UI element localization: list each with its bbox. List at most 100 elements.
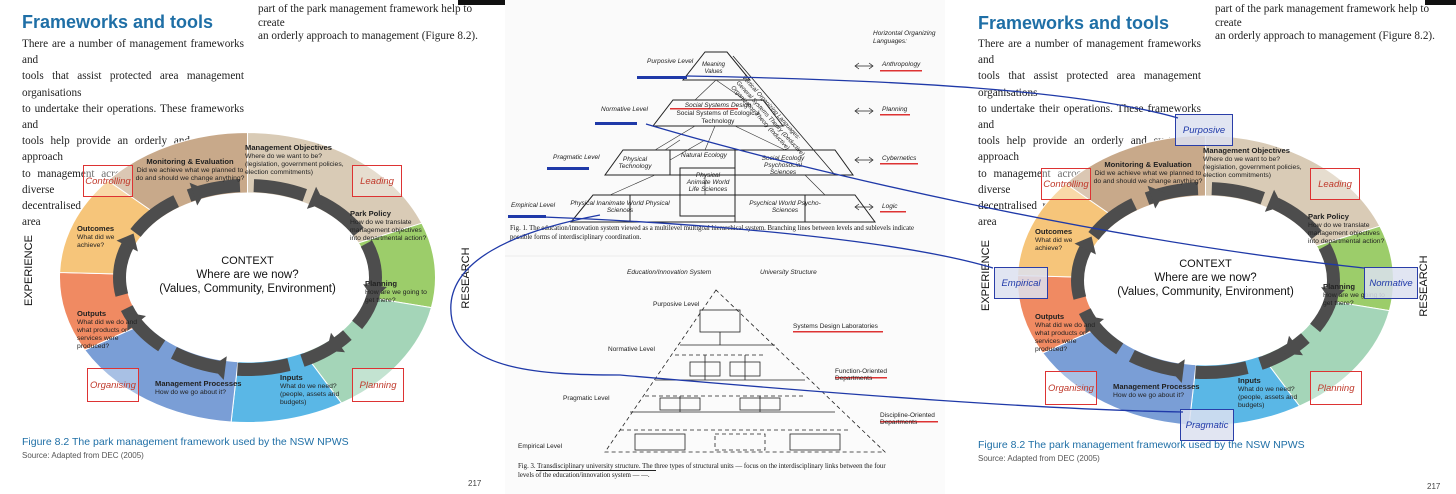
continued-paragraph-right: part of the park management framework he… xyxy=(1215,3,1455,44)
cycle-arrowhead xyxy=(1321,287,1345,303)
pragmatic-level-label: Pragmatic Level xyxy=(553,154,600,161)
context-center xyxy=(125,192,370,363)
fig3-caption: Fig. 3. Transdisciplinary university str… xyxy=(518,463,886,479)
normative-level-label: Normative Level xyxy=(601,106,648,113)
red-box-leading: Leading xyxy=(1310,168,1360,200)
red-box-controlling: Controlling xyxy=(83,165,133,197)
cycle-arrowhead xyxy=(306,186,325,209)
continued-line: part of the park management framework he… xyxy=(1215,3,1430,29)
pragmatic-underline xyxy=(547,167,589,170)
psychical-world: Psychical World Psycho-Sciences xyxy=(749,200,821,214)
section-heading: Frameworks and tools xyxy=(22,12,214,32)
cycle-arrowhead xyxy=(127,312,147,332)
context-line: Where are we now? xyxy=(196,268,299,281)
segment-description: Where do we want to be? (legislation, go… xyxy=(1203,156,1302,179)
segment-description: What did we do and what products or serv… xyxy=(1035,322,1096,353)
segment-description: How do we translate management objective… xyxy=(350,219,427,242)
cycle-arrowhead xyxy=(363,284,387,300)
cybernetics-underline xyxy=(880,163,918,165)
segment-description: What did we achieve? xyxy=(77,234,115,249)
segment-description: How are we going to get there? xyxy=(365,289,427,304)
figure-caption-right: Figure 8.2 The park management framework… xyxy=(978,439,1305,451)
segment-title: Outcomes xyxy=(1035,227,1073,236)
red-box-controlling: Controlling xyxy=(1041,168,1091,200)
segment-description: What did we do and what products or serv… xyxy=(77,319,138,350)
university-structure-header: University Structure xyxy=(760,269,817,276)
pragmatic-box: Pragmatic xyxy=(1180,409,1234,441)
figure-source-right: Source: Adapted from DEC (2005) xyxy=(978,454,1100,463)
segment-description: How do we go about it? xyxy=(155,389,227,396)
segment-title: Management Processes xyxy=(1113,382,1200,391)
systems-design-labs: Systems Design Laboratories xyxy=(793,323,878,330)
dod-underline xyxy=(880,421,938,423)
red-box-planning: Planning xyxy=(1310,371,1362,405)
red-box-organising: Organising xyxy=(87,368,139,402)
continued-line: an orderly approach to management (Figur… xyxy=(258,30,478,43)
paragraph-line: to undertake their operations. These fra… xyxy=(22,102,244,132)
continued-line: part of the park management framework he… xyxy=(258,3,473,29)
page-edge-shadow xyxy=(458,0,505,5)
figure-source: Source: Adapted from DEC (2005) xyxy=(22,451,144,460)
continued-paragraph: part of the park management framework he… xyxy=(258,3,498,44)
experience-label-right: EXPERIENCE xyxy=(980,240,992,311)
context-line: CONTEXT xyxy=(221,254,274,267)
normative-underline xyxy=(595,122,637,125)
cycle-arrowhead xyxy=(189,182,207,206)
segment-description: What do we need? (people, assets and bud… xyxy=(280,383,340,406)
horizontal-languages-heading: Horizontal Organizing Languages: xyxy=(873,30,936,45)
context-line: Where are we now? xyxy=(1154,271,1257,284)
segment-title: Inputs xyxy=(1238,376,1261,385)
segment-title: Monitoring & Evaluation xyxy=(146,157,234,166)
cycle-arrowhead xyxy=(1284,335,1304,356)
purposive-level-label: Purposive Level xyxy=(647,58,694,65)
natural-ecology: Natural Ecology xyxy=(681,152,727,159)
segment-description: Did we achieve what we planned to do and… xyxy=(135,167,245,182)
paragraph-line: There are a number of management framewo… xyxy=(22,38,244,67)
planning-language-label: Planning xyxy=(882,106,908,113)
paragraph-line: tools that assist protected area managem… xyxy=(978,70,1201,99)
page-number: 217 xyxy=(468,479,482,488)
empirical-level-label: Empirical Level xyxy=(511,202,556,209)
red-box-organising: Organising xyxy=(1045,371,1097,405)
segment-description: How do we go about it? xyxy=(1113,392,1185,399)
segment-description: What do we need? (people, assets and bud… xyxy=(1238,386,1298,409)
discipline-oriented-departments: Discipline-Oriented Departments xyxy=(880,412,935,426)
empirical-box: Empirical xyxy=(994,267,1048,299)
segment-description: How are we going to get there? xyxy=(1323,292,1385,307)
education-innovation-system-header: Education/Innovation System xyxy=(627,269,712,276)
paragraph-line: tools that assist protected area managem… xyxy=(22,70,244,99)
planning-underline xyxy=(880,114,910,116)
fig1-caption: Fig. 1. The education/innovation system … xyxy=(510,225,914,241)
logic-label: Logic xyxy=(882,203,898,210)
cycle-arrowhead xyxy=(326,332,346,353)
left-page: Frameworks and tools There are a number … xyxy=(0,0,505,494)
physical-animate-world: Physical Animate World Life Sciences xyxy=(686,172,730,193)
physical-technology: Physical Technology xyxy=(618,156,652,170)
segment-title: Monitoring & Evaluation xyxy=(1104,160,1192,169)
purposive-box: Purposive xyxy=(1175,114,1233,146)
figure-caption: Figure 8.2 The park management framework… xyxy=(22,436,349,448)
fig3-empirical-level: Empirical Level xyxy=(518,443,563,450)
segment-title: Management Objectives xyxy=(245,143,332,152)
purposive-underline xyxy=(637,76,687,79)
segment-title: Outputs xyxy=(1035,312,1065,321)
cybernetics-label: Cybernetics xyxy=(882,155,917,162)
